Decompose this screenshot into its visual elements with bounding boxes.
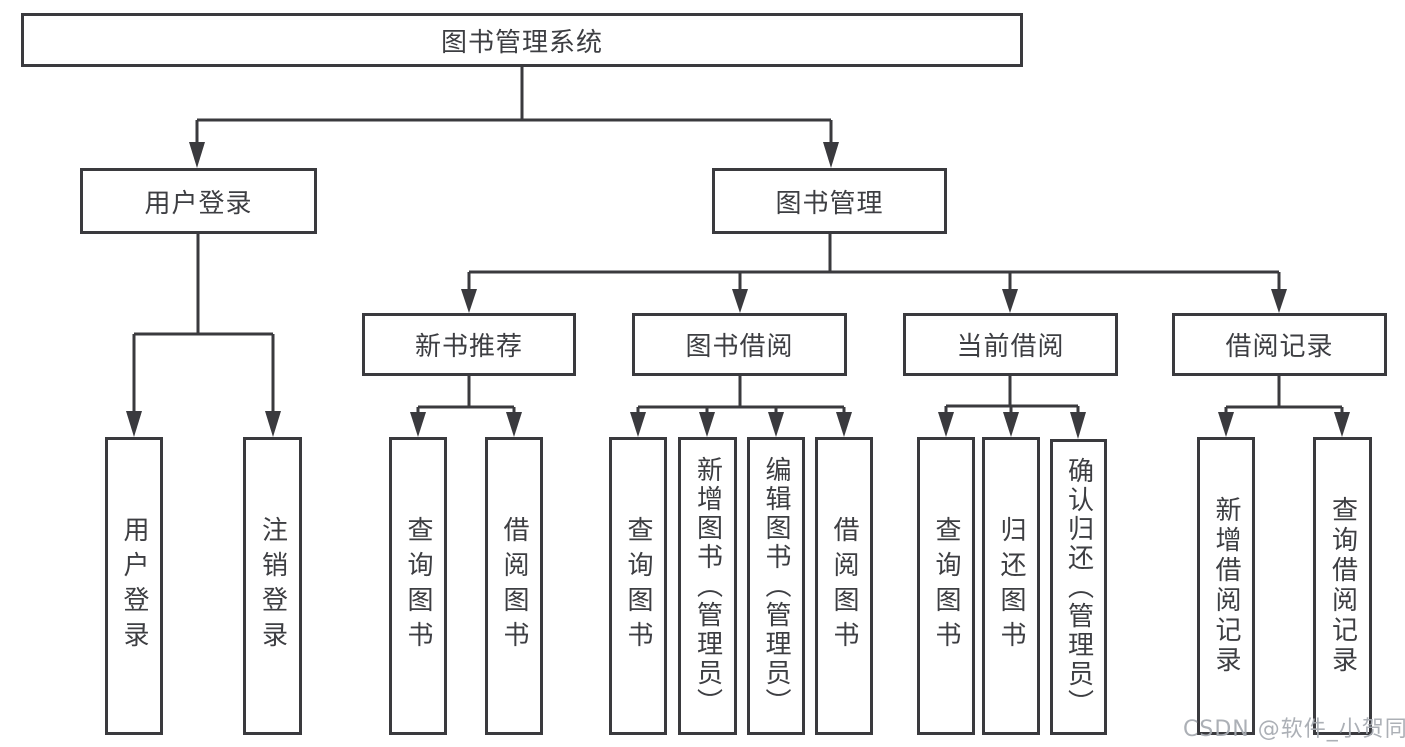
node-label: 借阅记录 (1225, 332, 1334, 362)
node-label: 编辑图书（管理员） (761, 455, 791, 717)
node-book-borrow: 图书借阅 (632, 313, 847, 376)
leaf-add-borrow-record: 新增借阅记录 (1197, 437, 1255, 735)
node-label: 用户登录 (119, 516, 149, 656)
node-label: 查询图书 (403, 516, 433, 656)
leaf-logout: 注销登录 (243, 437, 302, 735)
leaf-return-books: 归还图书 (982, 437, 1040, 735)
leaf-user-login: 用户登录 (105, 437, 163, 735)
node-label: 图书管理 (775, 188, 884, 219)
node-new-book-recommend: 新书推荐 (362, 313, 576, 376)
leaf-borrow-books: 借阅图书 (815, 437, 873, 735)
node-label: 借阅图书 (499, 516, 529, 656)
node-label: 归还图书 (996, 516, 1026, 656)
node-label: 新增借阅记录 (1211, 496, 1241, 676)
node-label: 用户登录 (144, 188, 253, 219)
node-book-management: 图书管理 (712, 168, 947, 234)
node-label: 确认归还（管理员） (1063, 456, 1094, 718)
node-label: 图书管理系统 (440, 27, 603, 58)
node-label: 新书推荐 (414, 332, 523, 362)
node-borrow-records: 借阅记录 (1172, 313, 1387, 376)
leaf-query-borrow-record: 查询借阅记录 (1313, 437, 1372, 735)
node-label: 查询图书 (623, 516, 653, 656)
node-label: 新增图书（管理员） (692, 455, 723, 717)
node-label: 注销登录 (257, 516, 288, 656)
leaf-query-books-current: 查询图书 (917, 437, 975, 735)
csdn-watermark: CSDN @软件_小贺同学 (1183, 717, 1405, 742)
node-label: 图书借阅 (685, 332, 794, 362)
node-root-library-system: 图书管理系统 (21, 13, 1023, 67)
node-user-login: 用户登录 (80, 168, 317, 234)
leaf-edit-books-admin: 编辑图书（管理员） (747, 437, 805, 735)
leaf-query-books-borrow: 查询图书 (609, 437, 667, 735)
leaf-confirm-return-admin: 确认归还（管理员） (1050, 439, 1107, 735)
leaf-query-books-recommend: 查询图书 (389, 437, 447, 735)
node-label: 当前借阅 (956, 332, 1065, 362)
leaf-borrow-books-recommend: 借阅图书 (485, 437, 543, 735)
leaf-add-books-admin: 新增图书（管理员） (678, 437, 737, 735)
node-label: 查询借阅记录 (1327, 496, 1358, 676)
node-current-borrow: 当前借阅 (903, 313, 1118, 376)
node-label: 借阅图书 (829, 516, 859, 656)
node-label: 查询图书 (931, 516, 961, 656)
arrowheads (126, 142, 1350, 439)
